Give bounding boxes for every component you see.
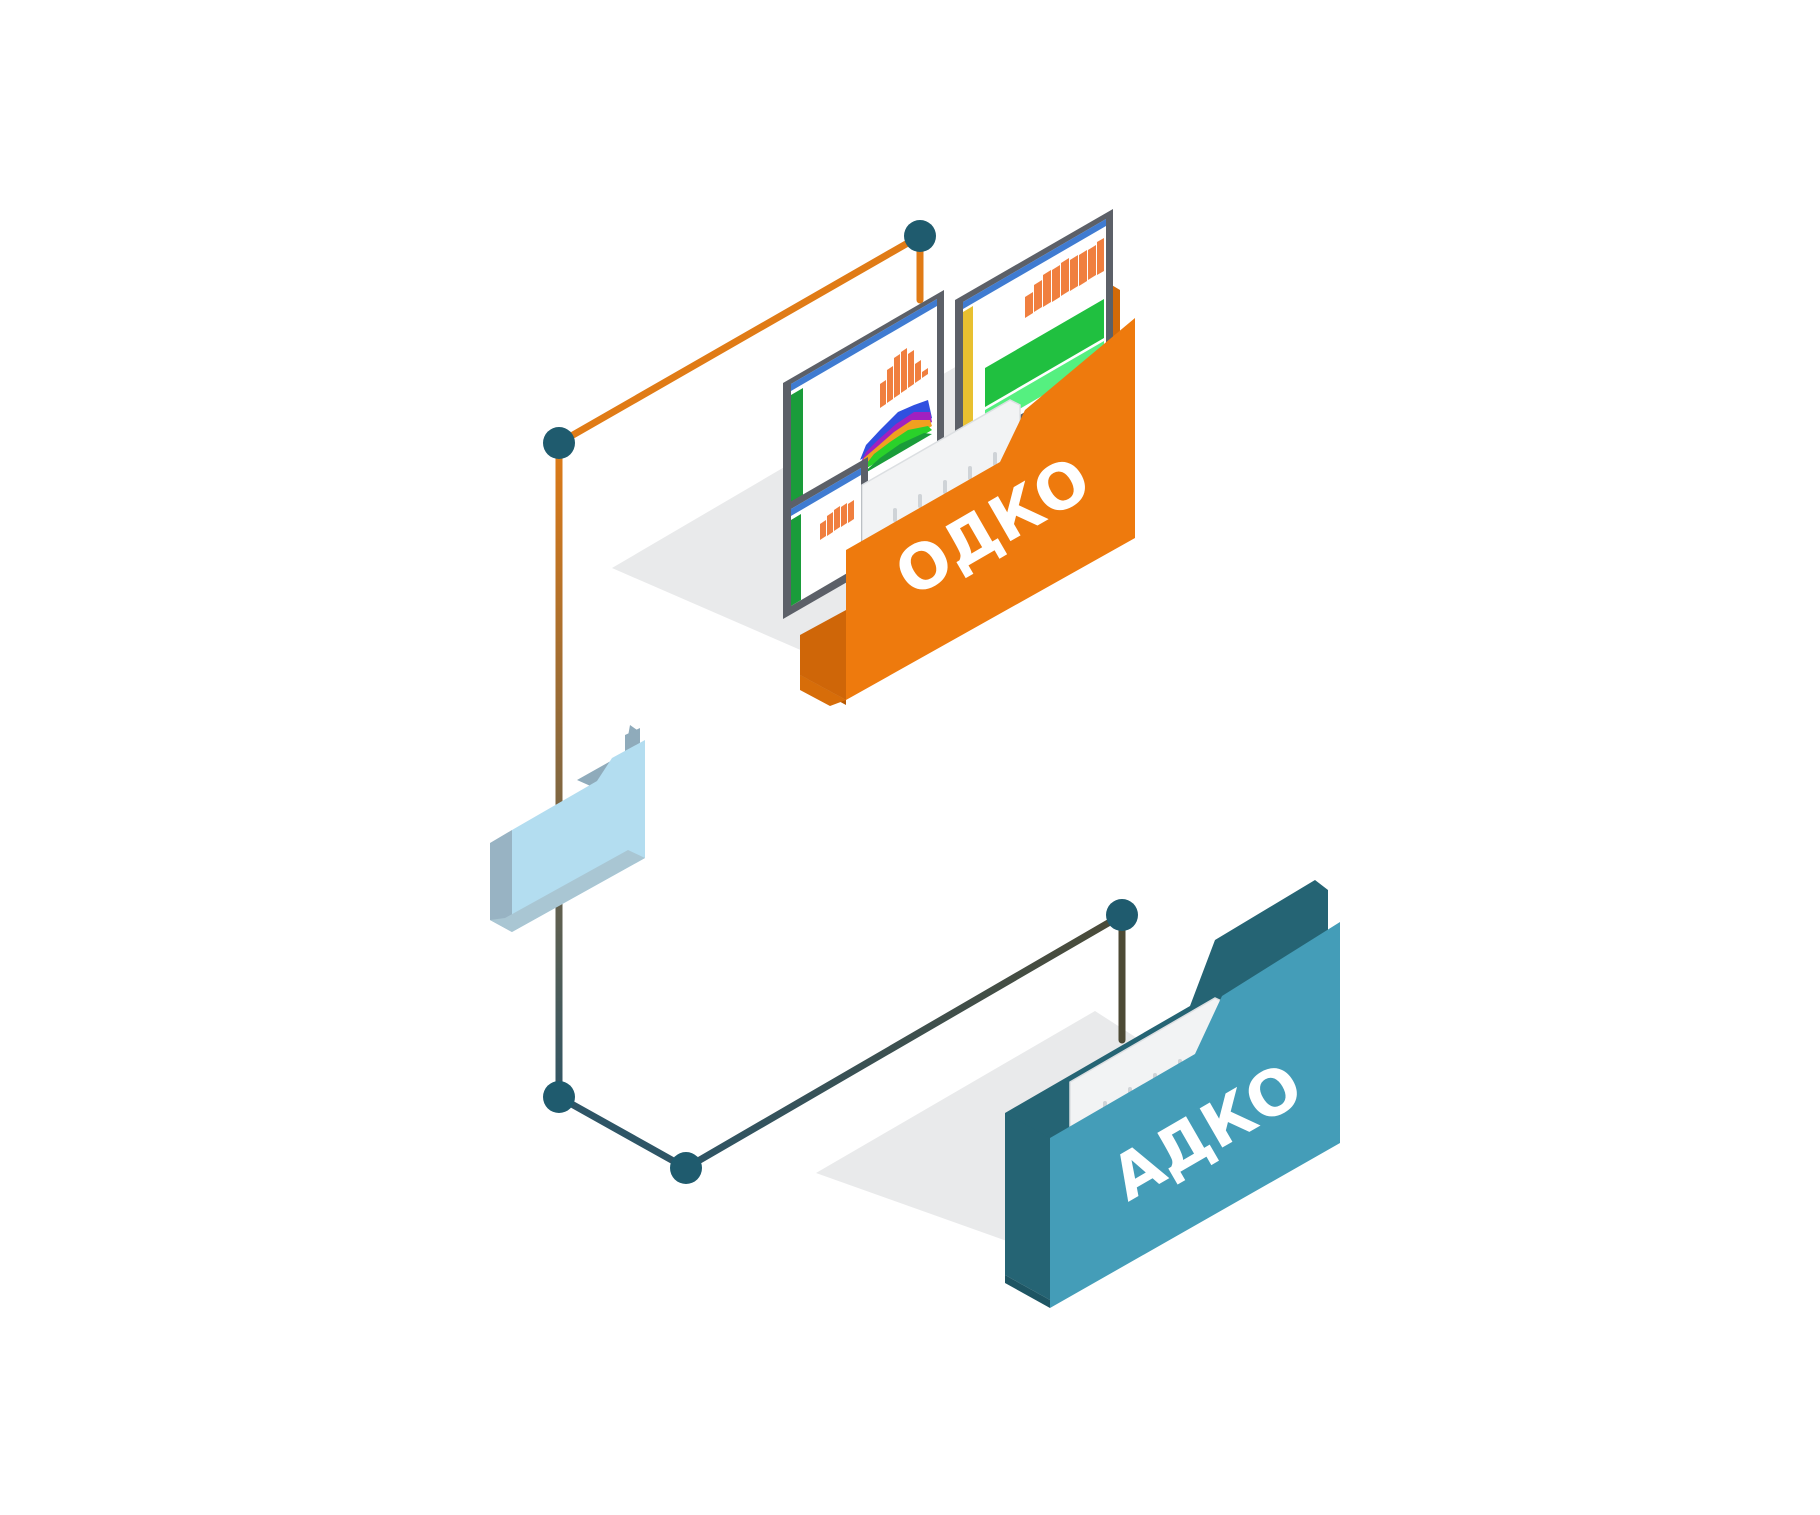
network-lines <box>555 232 1126 1172</box>
network-node <box>1106 899 1138 931</box>
adko-folder: АДКО <box>1005 880 1340 1308</box>
network-nodes <box>543 220 1138 1184</box>
network-node <box>543 1081 575 1113</box>
network-node <box>904 220 936 252</box>
transfer-folder-icon <box>490 725 645 932</box>
connector-line <box>555 232 924 447</box>
connector-line <box>682 911 1126 1172</box>
connector-line <box>555 1093 690 1172</box>
network-node <box>543 427 575 459</box>
odko-folder: ОДКО <box>783 209 1135 706</box>
network-node <box>670 1152 702 1184</box>
